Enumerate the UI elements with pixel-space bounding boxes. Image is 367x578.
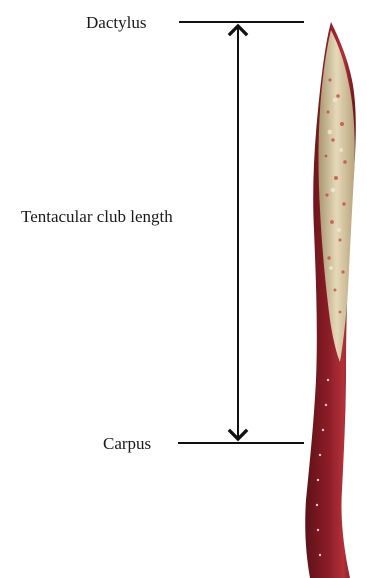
- club-length-label: Tentacular club length: [21, 208, 173, 225]
- carpus-label: Carpus: [103, 435, 151, 452]
- dactylus-label: Dactylus: [86, 14, 146, 31]
